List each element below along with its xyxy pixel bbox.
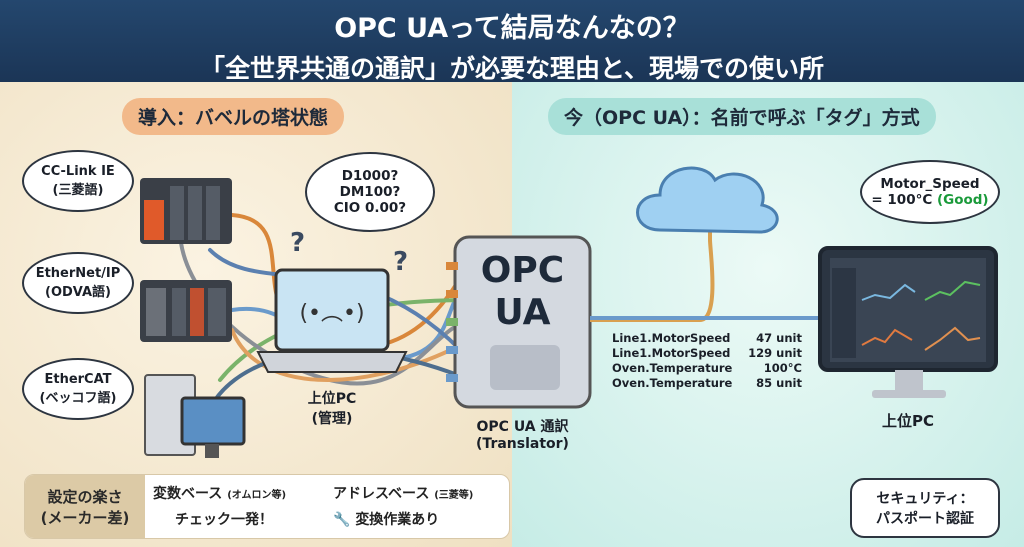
address-based-column: アドレスベース (三菱等) 🔧 変換作業あり	[325, 475, 481, 538]
industrial-pc-icon	[144, 374, 246, 458]
tag-row: Line1.MotorSpeed 47 unit	[612, 331, 802, 346]
question-mark: ?	[290, 228, 306, 258]
right-section-title: 今（OPC UA）：名前で呼ぶ「タグ」方式	[548, 98, 936, 135]
column-result: チェック一発！	[175, 512, 273, 528]
page-subtitle: 「全世界共通の通訳」が必要な理由と、現場での使い所	[199, 54, 824, 83]
tag-value: 100°C	[763, 361, 802, 375]
tag-name: Oven.Temperature	[612, 361, 733, 375]
translator-label-sub: (Translator)	[476, 436, 569, 452]
comparison-header: 設定の楽さ (メーカー差)	[25, 475, 145, 538]
thought-line: Motor_Speed	[880, 176, 980, 192]
protocol-bubble-ethernetip: EtherNet/IP (ODVA語)	[22, 252, 134, 314]
variable-based-column: 変数ベース (オムロン等) チェック一発！	[145, 475, 325, 538]
logo-line: UA	[494, 292, 551, 333]
tag-value: 129 unit	[748, 346, 802, 360]
pc-label-title: 上位PC	[307, 391, 357, 407]
monitor-dashboard-icon	[818, 246, 998, 398]
confused-thought-bubble: D1000? DM100? CIO 0.00?	[305, 152, 435, 232]
column-result: 変換作業あり	[355, 512, 440, 528]
translator-label: OPC UA 通訳 (Translator)	[440, 416, 605, 452]
comparison-table: 設定の楽さ (メーカー差) 変数ベース (オムロン等) チェック一発！ アドレス…	[24, 474, 510, 539]
column-title: 変数ベース	[153, 486, 223, 502]
comparison-header-line: 設定の楽さ	[47, 487, 123, 506]
confused-face: (•︵•)	[299, 301, 364, 326]
status-good: (Good)	[936, 192, 989, 208]
left-section-title: 導入：バベルの塔状態	[122, 98, 345, 135]
opc-ua-translator-device	[446, 235, 592, 409]
column-note: (オムロン等)	[227, 490, 287, 501]
page-title: OPC UAって結局なんなの？	[334, 13, 690, 44]
thought-line: D1000?	[341, 168, 399, 184]
tag-name: Line1.MotorSpeed	[612, 331, 731, 345]
tag-row: Oven.Temperature 85 unit	[612, 376, 802, 391]
plc-mitsubishi-icon	[140, 178, 232, 244]
logo-line: OPC	[480, 250, 565, 291]
security-detail: パスポート認証	[876, 511, 974, 527]
column-title: アドレスベース	[333, 486, 430, 502]
protocol-language: (ODVA語)	[45, 285, 111, 300]
security-title: セキュリティ：	[876, 491, 974, 507]
thought-line: CIO 0.00?	[333, 200, 407, 216]
tag-row: Line1.MotorSpeed 129 unit	[612, 346, 802, 361]
pc-label-sub: (管理)	[311, 411, 353, 427]
tag-value: 47 unit	[756, 331, 802, 345]
opc-ua-logo: OPC UA	[455, 250, 590, 334]
cloud-icon	[636, 166, 779, 234]
protocol-language: (ベッコフ語)	[39, 391, 117, 406]
security-bubble: セキュリティ： パスポート認証	[850, 478, 1000, 538]
question-mark: ?	[393, 247, 409, 277]
protocol-name: CC-Link IE	[41, 164, 115, 179]
pc-label-right: 上位PC	[881, 412, 934, 430]
comparison-header-line: (メーカー差)	[40, 508, 130, 527]
header-banner: OPC UAって結局なんなの？ 「全世界共通の通訳」が必要な理由と、現場での使い…	[0, 0, 1024, 83]
tag-name: Oven.Temperature	[612, 376, 733, 390]
protocol-name: EtherNet/IP	[35, 266, 121, 281]
protocol-language: (三菱語)	[52, 183, 104, 198]
tag-list: Line1.MotorSpeed 47 unit Line1.MotorSpeed…	[612, 331, 802, 391]
pc-label-left: 上位PC (管理)	[292, 388, 372, 428]
column-note: (三菱等)	[434, 490, 474, 501]
protocol-bubble-ethercat: EtherCAT (ベッコフ語)	[22, 358, 134, 420]
translator-label-title: OPC UA 通訳	[476, 419, 569, 435]
protocol-name: EtherCAT	[44, 372, 112, 387]
motor-speed-thought-bubble: Motor_Speed = 100°C (Good)	[860, 160, 1000, 224]
tag-value: 85 unit	[756, 376, 802, 390]
laptop-icon: (•︵•)	[256, 268, 408, 373]
tag-row: Oven.Temperature 100°C	[612, 361, 802, 376]
cloud-cable	[590, 230, 715, 322]
plc-omron-icon	[140, 280, 232, 342]
tag-name: Line1.MotorSpeed	[612, 346, 731, 360]
protocol-bubble-cclink: CC-Link IE (三菱語)	[22, 150, 134, 212]
thought-line: = 100°C	[871, 192, 933, 208]
wrench-icon: 🔧	[333, 512, 351, 528]
thought-line: DM100?	[339, 184, 401, 200]
